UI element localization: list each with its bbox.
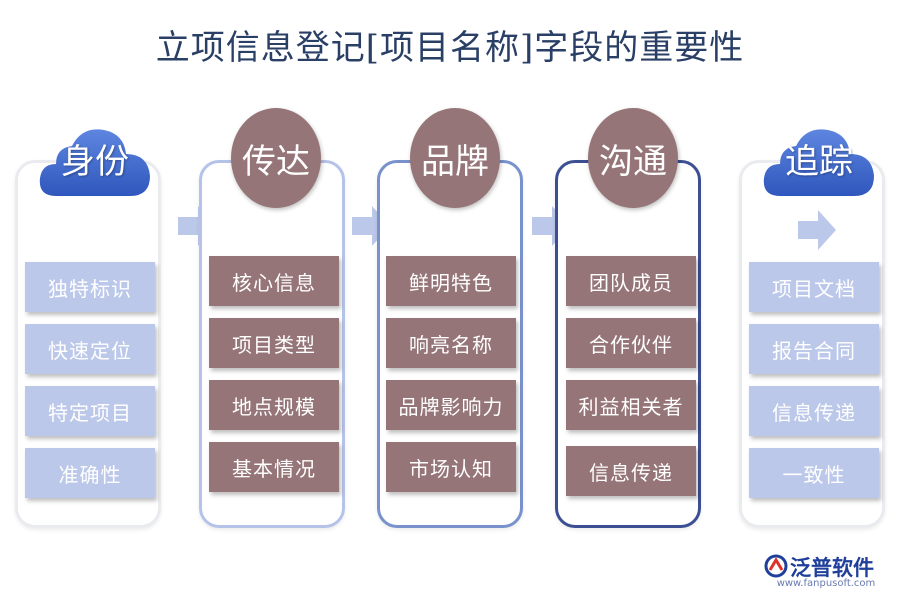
item-brand-influence: 品牌影响力	[386, 380, 516, 430]
item-project-type: 项目类型	[209, 318, 339, 368]
item-specific-project: 特定项目	[25, 386, 155, 436]
item-core-info: 核心信息	[209, 256, 339, 306]
item-partners: 合作伙伴	[566, 318, 696, 368]
heading-tracking: 追踪	[785, 142, 853, 182]
item-basic-info: 基本情况	[209, 442, 339, 492]
item-unique-id: 独特标识	[25, 262, 155, 312]
cloud-icon	[39, 129, 150, 196]
cloud-heading-tracking: 追踪	[760, 122, 878, 202]
item-info-delivery: 信息传递	[566, 446, 696, 496]
item-catchy-name: 响亮名称	[386, 318, 516, 368]
fanpu-logo-icon	[764, 554, 788, 578]
logo-name: 泛普软件	[790, 556, 874, 580]
item-team-members: 团队成员	[566, 256, 696, 306]
heading-identity: 身份	[61, 142, 129, 182]
item-accuracy: 准确性	[25, 448, 155, 498]
cloud-heading-identity: 身份	[36, 122, 154, 202]
arrow-right-icon	[798, 210, 836, 250]
item-project-docs: 项目文档	[749, 262, 879, 312]
heading-brand: 品牌	[410, 108, 500, 208]
item-distinct-feature: 鲜明特色	[386, 256, 516, 306]
item-report-contract: 报告合同	[749, 324, 879, 374]
item-consistency: 一致性	[749, 448, 879, 498]
item-stakeholders: 利益相关者	[566, 380, 696, 430]
logo-url: www.fanpusoft.com	[776, 578, 876, 589]
cloud-icon	[763, 129, 874, 196]
item-quick-locate: 快速定位	[25, 324, 155, 374]
item-info-transfer: 信息传递	[749, 386, 879, 436]
brand-logo: 泛普软件 www.fanpusoft.com	[760, 552, 892, 592]
item-location-scale: 地点规模	[209, 380, 339, 430]
item-market-awareness: 市场认知	[386, 442, 516, 492]
heading-communication: 沟通	[588, 108, 678, 208]
heading-convey: 传达	[231, 108, 321, 208]
page-title: 立项信息登记[项目名称]字段的重要性	[155, 28, 745, 68]
